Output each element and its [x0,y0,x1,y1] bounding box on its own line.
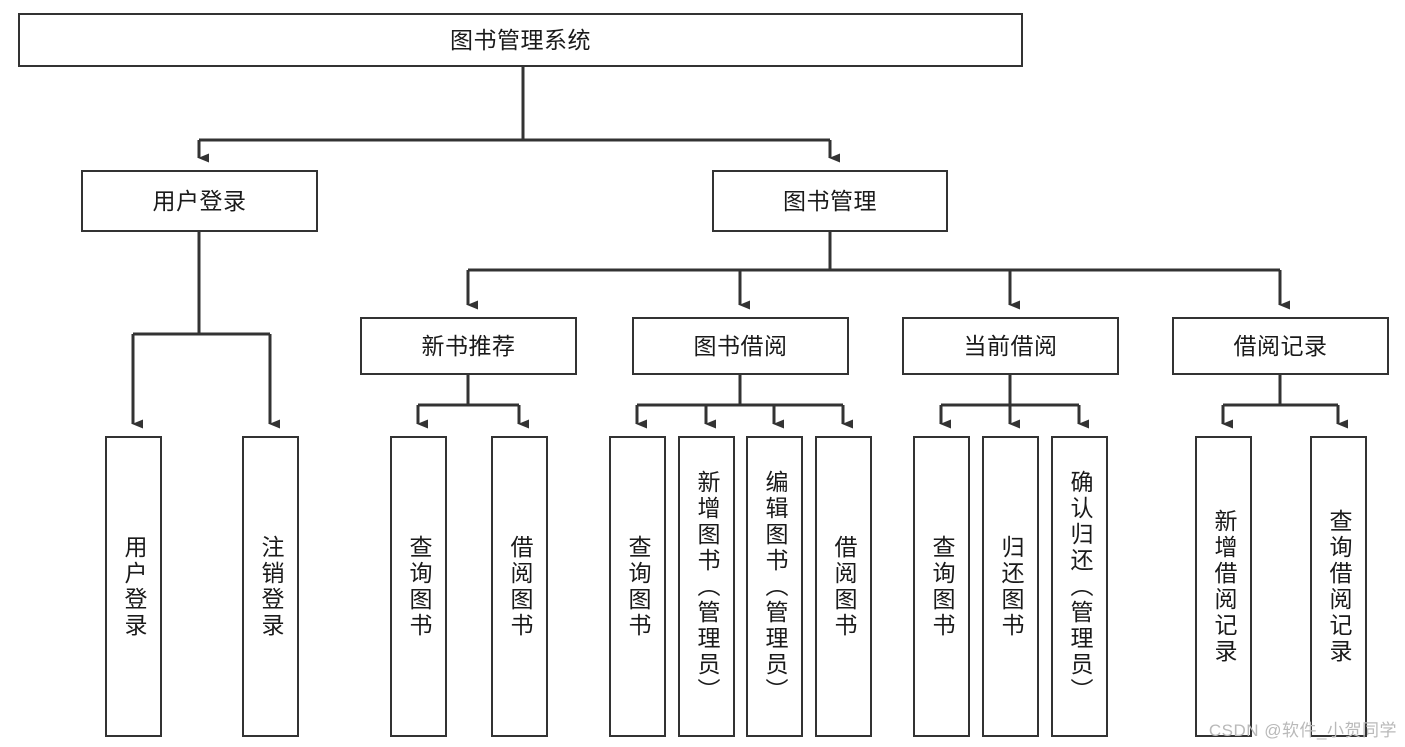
node-label-leaf-borrow-book-2: 借阅图书 [831,534,857,639]
node-label-borrow-record: 借阅记录 [1233,332,1328,359]
node-root-book-management-system[interactable]: 图书管理系统 [18,13,1023,67]
node-leaf-query-book-2[interactable]: 查询图书 [609,436,666,737]
node-label-root: 图书管理系统 [450,26,591,53]
node-leaf-query-book-1[interactable]: 查询图书 [390,436,447,737]
node-label-leaf-confirm-return: 确认归还（管理员） [1067,469,1093,704]
node-label-new-book-recommend: 新书推荐 [421,332,516,359]
node-leaf-query-book-3[interactable]: 查询图书 [913,436,970,737]
node-label-leaf-edit-book: 编辑图书（管理员） [762,469,788,704]
node-label-leaf-query-book-2: 查询图书 [625,534,651,639]
node-label-leaf-return-book: 归还图书 [998,534,1024,639]
node-user-login[interactable]: 用户登录 [81,170,318,232]
node-label-leaf-add-record: 新增借阅记录 [1211,508,1237,665]
node-book-management[interactable]: 图书管理 [712,170,948,232]
node-label-book-borrow: 图书借阅 [693,332,788,359]
node-label-leaf-logout: 注销登录 [258,534,284,639]
node-label-leaf-query-book-3: 查询图书 [929,534,955,639]
node-new-book-recommend[interactable]: 新书推荐 [360,317,577,375]
node-leaf-query-record[interactable]: 查询借阅记录 [1310,436,1367,737]
node-label-book-management: 图书管理 [783,187,877,214]
node-label-leaf-borrow-book-1: 借阅图书 [507,534,533,639]
node-leaf-return-book[interactable]: 归还图书 [982,436,1039,737]
node-leaf-add-book[interactable]: 新增图书（管理员） [678,436,735,737]
node-leaf-user-login[interactable]: 用户登录 [105,436,162,737]
node-leaf-confirm-return[interactable]: 确认归还（管理员） [1051,436,1108,737]
node-borrow-record[interactable]: 借阅记录 [1172,317,1389,375]
node-label-leaf-user-login: 用户登录 [121,534,147,639]
node-label-user-login: 用户登录 [152,187,247,214]
node-leaf-borrow-book-2[interactable]: 借阅图书 [815,436,872,737]
node-book-borrow[interactable]: 图书借阅 [632,317,849,375]
node-label-leaf-add-book: 新增图书（管理员） [694,469,720,704]
node-leaf-logout[interactable]: 注销登录 [242,436,299,737]
node-leaf-add-record[interactable]: 新增借阅记录 [1195,436,1252,737]
node-leaf-edit-book[interactable]: 编辑图书（管理员） [746,436,803,737]
node-current-borrow[interactable]: 当前借阅 [902,317,1119,375]
node-label-leaf-query-book-1: 查询图书 [406,534,432,639]
node-leaf-borrow-book-1[interactable]: 借阅图书 [491,436,548,737]
node-label-current-borrow: 当前借阅 [963,332,1058,359]
node-label-leaf-query-record: 查询借阅记录 [1326,508,1352,665]
